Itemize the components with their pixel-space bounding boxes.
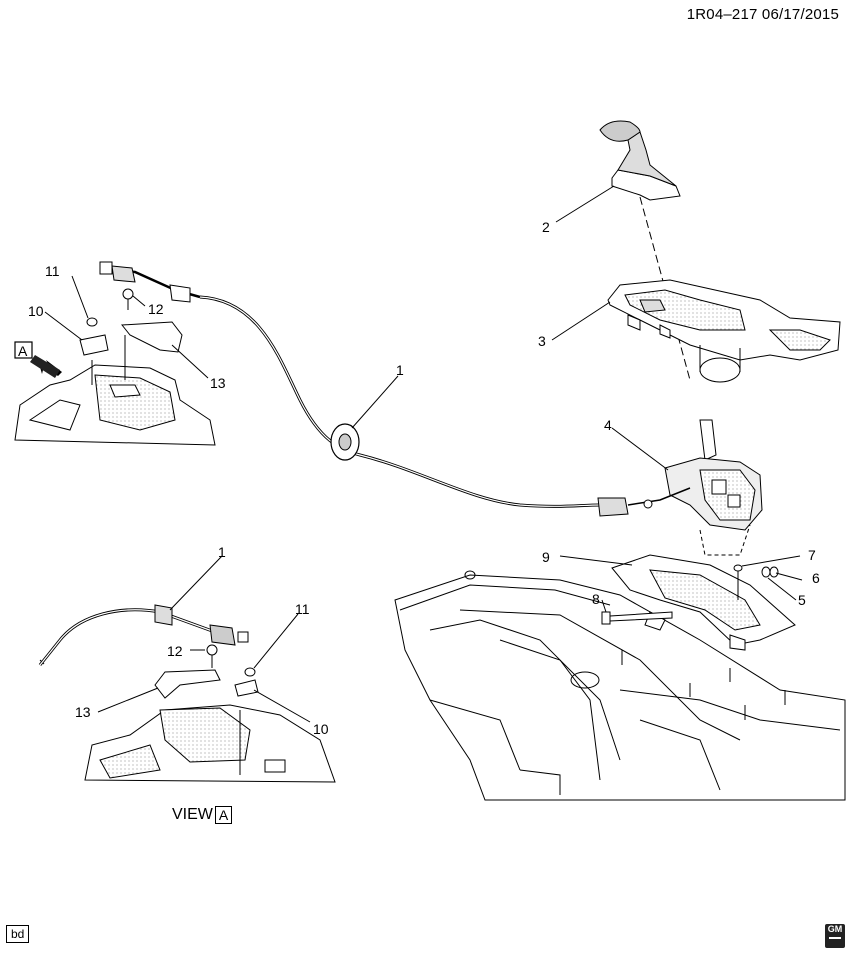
gm-logo-text: GM: [827, 924, 843, 934]
callout-3: 3: [538, 333, 546, 349]
callout-1-view: 1: [218, 544, 226, 560]
view-a-label: VIEW A: [172, 806, 233, 824]
callout-12-top: 12: [148, 301, 164, 317]
callout-10-view: 10: [313, 721, 329, 737]
gm-logo-icon: GM: [825, 924, 845, 948]
view-arrow-letter: A: [18, 343, 28, 359]
shift-cable: [199, 295, 691, 517]
view-a-detail: [38, 604, 336, 783]
console-bezel: [607, 279, 841, 383]
cable-end-top: [79, 261, 201, 356]
shifter-assembly: [664, 419, 763, 556]
view-label-text: VIEW: [172, 806, 213, 823]
pin-washer-clip: [733, 564, 779, 600]
callout-11-view: 11: [295, 601, 310, 617]
floor-pan: [394, 570, 846, 801]
diagram-code-date: 1R04–217 06/17/2015: [686, 6, 839, 23]
view-a-arrow: [14, 341, 62, 378]
callout-6: 6: [812, 570, 820, 586]
callout-13-top: 13: [210, 375, 226, 391]
callout-7: 7: [808, 547, 816, 563]
footer-code: bd: [6, 925, 30, 943]
callout-5: 5: [798, 592, 806, 608]
callout-8: 8: [592, 591, 600, 607]
view-label-box: A: [214, 806, 233, 824]
callout-10-top: 10: [28, 303, 44, 319]
callout-1: 1: [396, 362, 404, 378]
callout-9: 9: [542, 549, 550, 565]
transmission-top-view: [14, 335, 216, 446]
leader-lines: [44, 185, 803, 723]
callout-2: 2: [542, 219, 550, 235]
callout-4: 4: [604, 417, 612, 433]
shift-knob: [599, 120, 691, 381]
shifter-bracket: [611, 554, 796, 651]
callout-13-view: 13: [75, 704, 91, 720]
callout-12-view: 12: [167, 643, 183, 659]
callout-11-top: 11: [45, 263, 60, 279]
